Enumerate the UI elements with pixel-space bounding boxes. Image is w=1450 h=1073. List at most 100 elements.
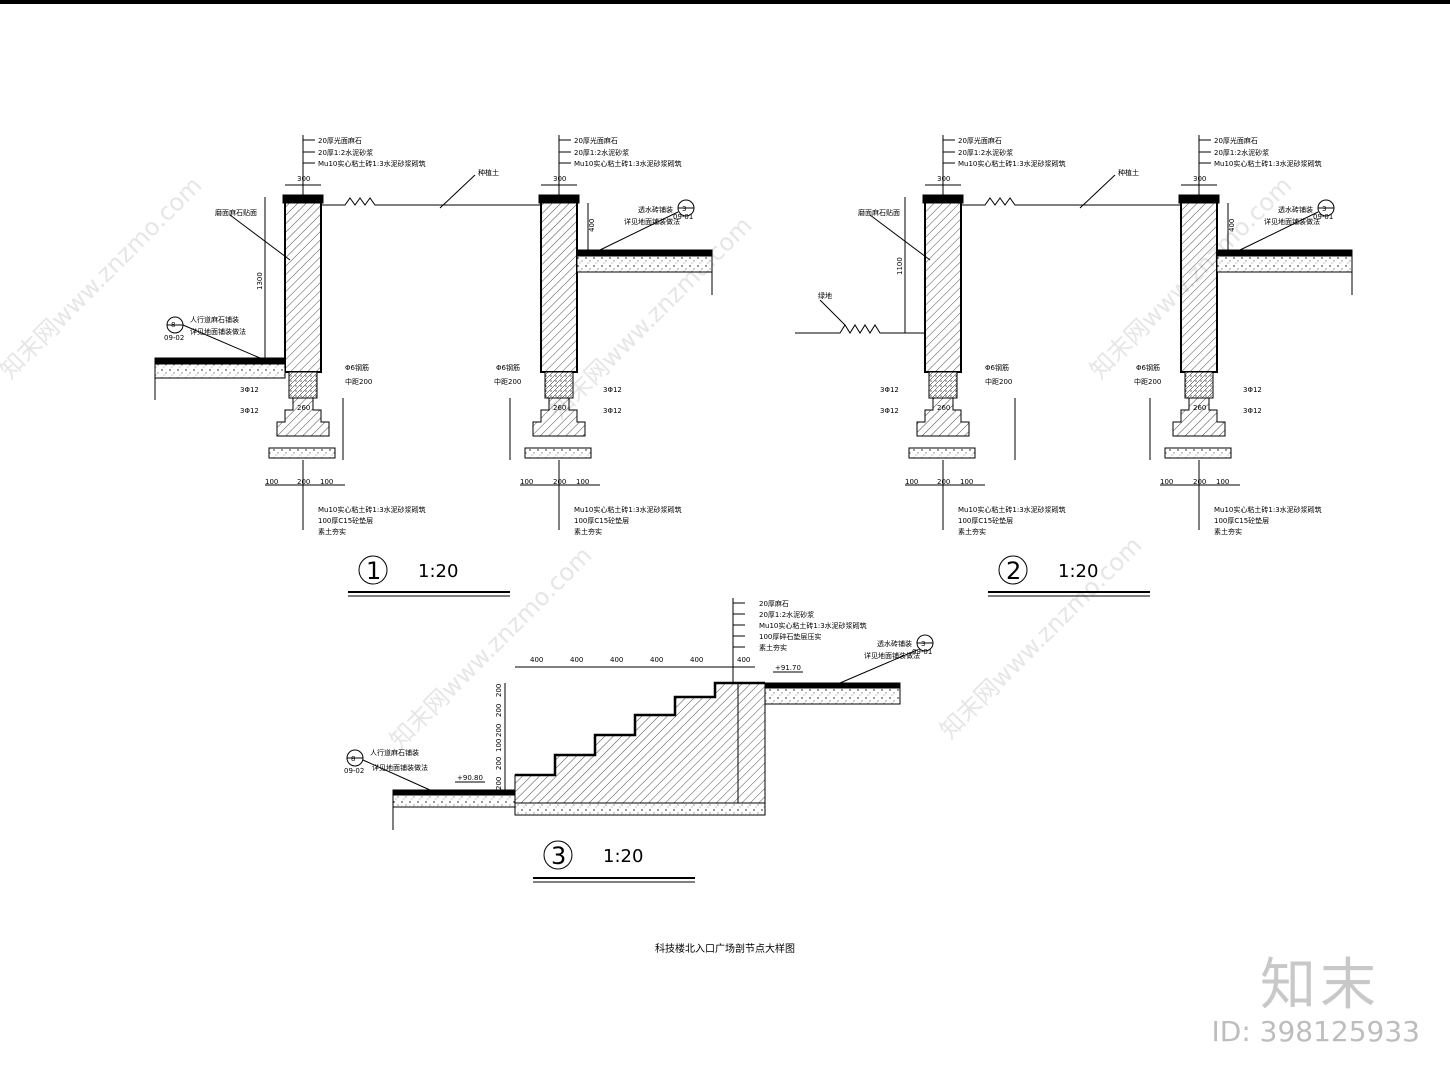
spacing-label: 中距200 [345,377,372,386]
sidewalk-label: 详见地面铺装做法 [372,763,428,772]
rebar-beam [288,371,318,399]
layer-label: 20厚1:2水泥砂浆 [759,610,814,619]
dim-label: 260 [553,404,566,412]
base-layer: 素土夯实 [958,527,986,536]
dim-label: 200 [553,478,566,486]
paving-left [154,357,286,365]
stair-body [514,682,766,804]
layer-label: Mu10实心粘土砖1:3水泥砂浆砌筑 [318,159,426,168]
base-layer: 素土夯实 [1214,527,1242,536]
dim-label: 200 [937,478,950,486]
layer-label: 20厚1:2水泥砂浆 [1214,148,1269,157]
detail-number: 1 [366,557,381,585]
ref-number: 8 [351,755,355,763]
layer-label: 20厚1:2水泥砂浆 [958,148,1013,157]
soil-line [321,197,541,206]
permeable-label: 详见地面铺装做法 [1264,217,1320,226]
detail-scale: 1:20 [1058,561,1098,582]
rebar-beam [544,371,574,399]
base-layer: 100厚C15砼垫层 [1214,516,1269,525]
dim-label: 100 [265,478,278,486]
detail-2 [795,135,1353,530]
drawing-title: 科技楼北入口广场剖节点大样图 [655,944,795,955]
dim-label: 260 [937,404,950,412]
brand-logo: 知末 [1260,953,1380,1018]
layer-label: 20厚光面麻石 [318,136,362,145]
dim-label: 400 [530,656,543,664]
detail-scale: 1:20 [418,561,458,582]
dim-label: 100 [960,478,973,486]
spacing-label: 中距200 [1134,377,1161,386]
layer-label: 素土夯实 [759,643,787,652]
base-layer: Mu10实心粘土砖1:3水泥砂浆砌筑 [318,505,426,514]
detail-2-text: 20厚光面麻石 20厚1:2水泥砂浆 Mu10实心粘土砖1:3水泥砂浆砌筑 20… [818,136,1333,536]
wall-cap [538,194,580,204]
layer-label: Mu10实心粘土砖1:3水泥砂浆砌筑 [759,621,867,630]
rebar-label: Φ6钢筋 [496,363,520,372]
cushion [908,447,976,459]
base-layer: 100厚C15砼垫层 [574,516,629,525]
paving-right-base [576,255,713,273]
detail-1-text: 20厚光面麻石 20厚1:2水泥砂浆 Mu10实心粘土砖1:3水泥砂浆砌筑 20… [164,136,693,536]
dim-label: 200 [495,704,503,717]
base-layer: Mu10实心粘土砖1:3水泥砂浆砌筑 [1214,505,1322,514]
rebar-label: 3Φ12 [603,407,622,415]
permeable-label: 详见地面铺装做法 [624,217,680,226]
spacing-label: 中距200 [494,377,521,386]
stair-treads [515,681,765,777]
rebar-label: 3Φ12 [880,407,899,415]
dim-label: 100 [576,478,589,486]
dim-label: 100 [1216,478,1229,486]
rebar-label: 3Φ12 [880,386,899,394]
elevation-label: +91.70 [775,664,801,672]
footing [532,397,586,437]
soil-label: 种植土 [478,168,499,177]
permeable-label: 透水砖铺装 [1278,205,1313,214]
ref-sheet: 09-01 [912,648,932,656]
detail-1 [154,135,713,530]
cushion [1164,447,1232,459]
footing [1172,397,1226,437]
dim-label: 300 [553,175,566,183]
wall-right [540,196,578,373]
dim-label: 100 [905,478,918,486]
detail-number: 3 [551,842,566,870]
cushion [524,447,592,459]
dim-label: 100 [495,739,503,752]
base-layer: 100厚C15砼垫层 [958,516,1013,525]
dim-label: 200 [495,724,503,737]
paving-left-base [154,363,286,379]
ref-number: 3 [682,205,686,213]
detail-3 [346,598,934,830]
rebar-label: 3Φ12 [240,386,259,394]
wall-right [1180,196,1218,373]
layer-label: Mu10实心粘土砖1:3水泥砂浆砌筑 [1214,159,1322,168]
wall-cap [922,194,964,204]
rebar-label: 3Φ12 [603,386,622,394]
rebar-beam [1184,371,1214,399]
dim-label: 400 [1228,219,1236,232]
rebar-label: 3Φ12 [1243,386,1262,394]
rebar-label: 3Φ12 [240,407,259,415]
dim-label: 300 [297,175,310,183]
ref-number: 3 [921,640,925,648]
dim-label: 1300 [256,272,264,290]
rebar-label: Φ6钢筋 [985,363,1009,372]
sidewalk-label: 人行道麻石铺装 [370,748,419,757]
dim-label: 260 [1193,404,1206,412]
dim-label: 200 [495,757,503,770]
detail-scale: 1:20 [603,846,643,867]
green-soil [795,324,925,334]
dim-label: 260 [297,404,310,412]
permeable-label: 详见地面铺装做法 [864,651,920,660]
ref-sheet: 09-01 [1313,213,1333,221]
stair-base [514,802,766,816]
detail-number: 2 [1006,557,1021,585]
rebar-label: Φ6钢筋 [1136,363,1160,372]
wall-left [284,196,322,373]
layer-label: Mu10实心粘土砖1:3水泥砂浆砌筑 [958,159,1066,168]
base-layer: 素土夯实 [318,527,346,536]
wall-cap [282,194,324,204]
paving-right-base [1216,255,1353,273]
dim-label: 200 [297,478,310,486]
